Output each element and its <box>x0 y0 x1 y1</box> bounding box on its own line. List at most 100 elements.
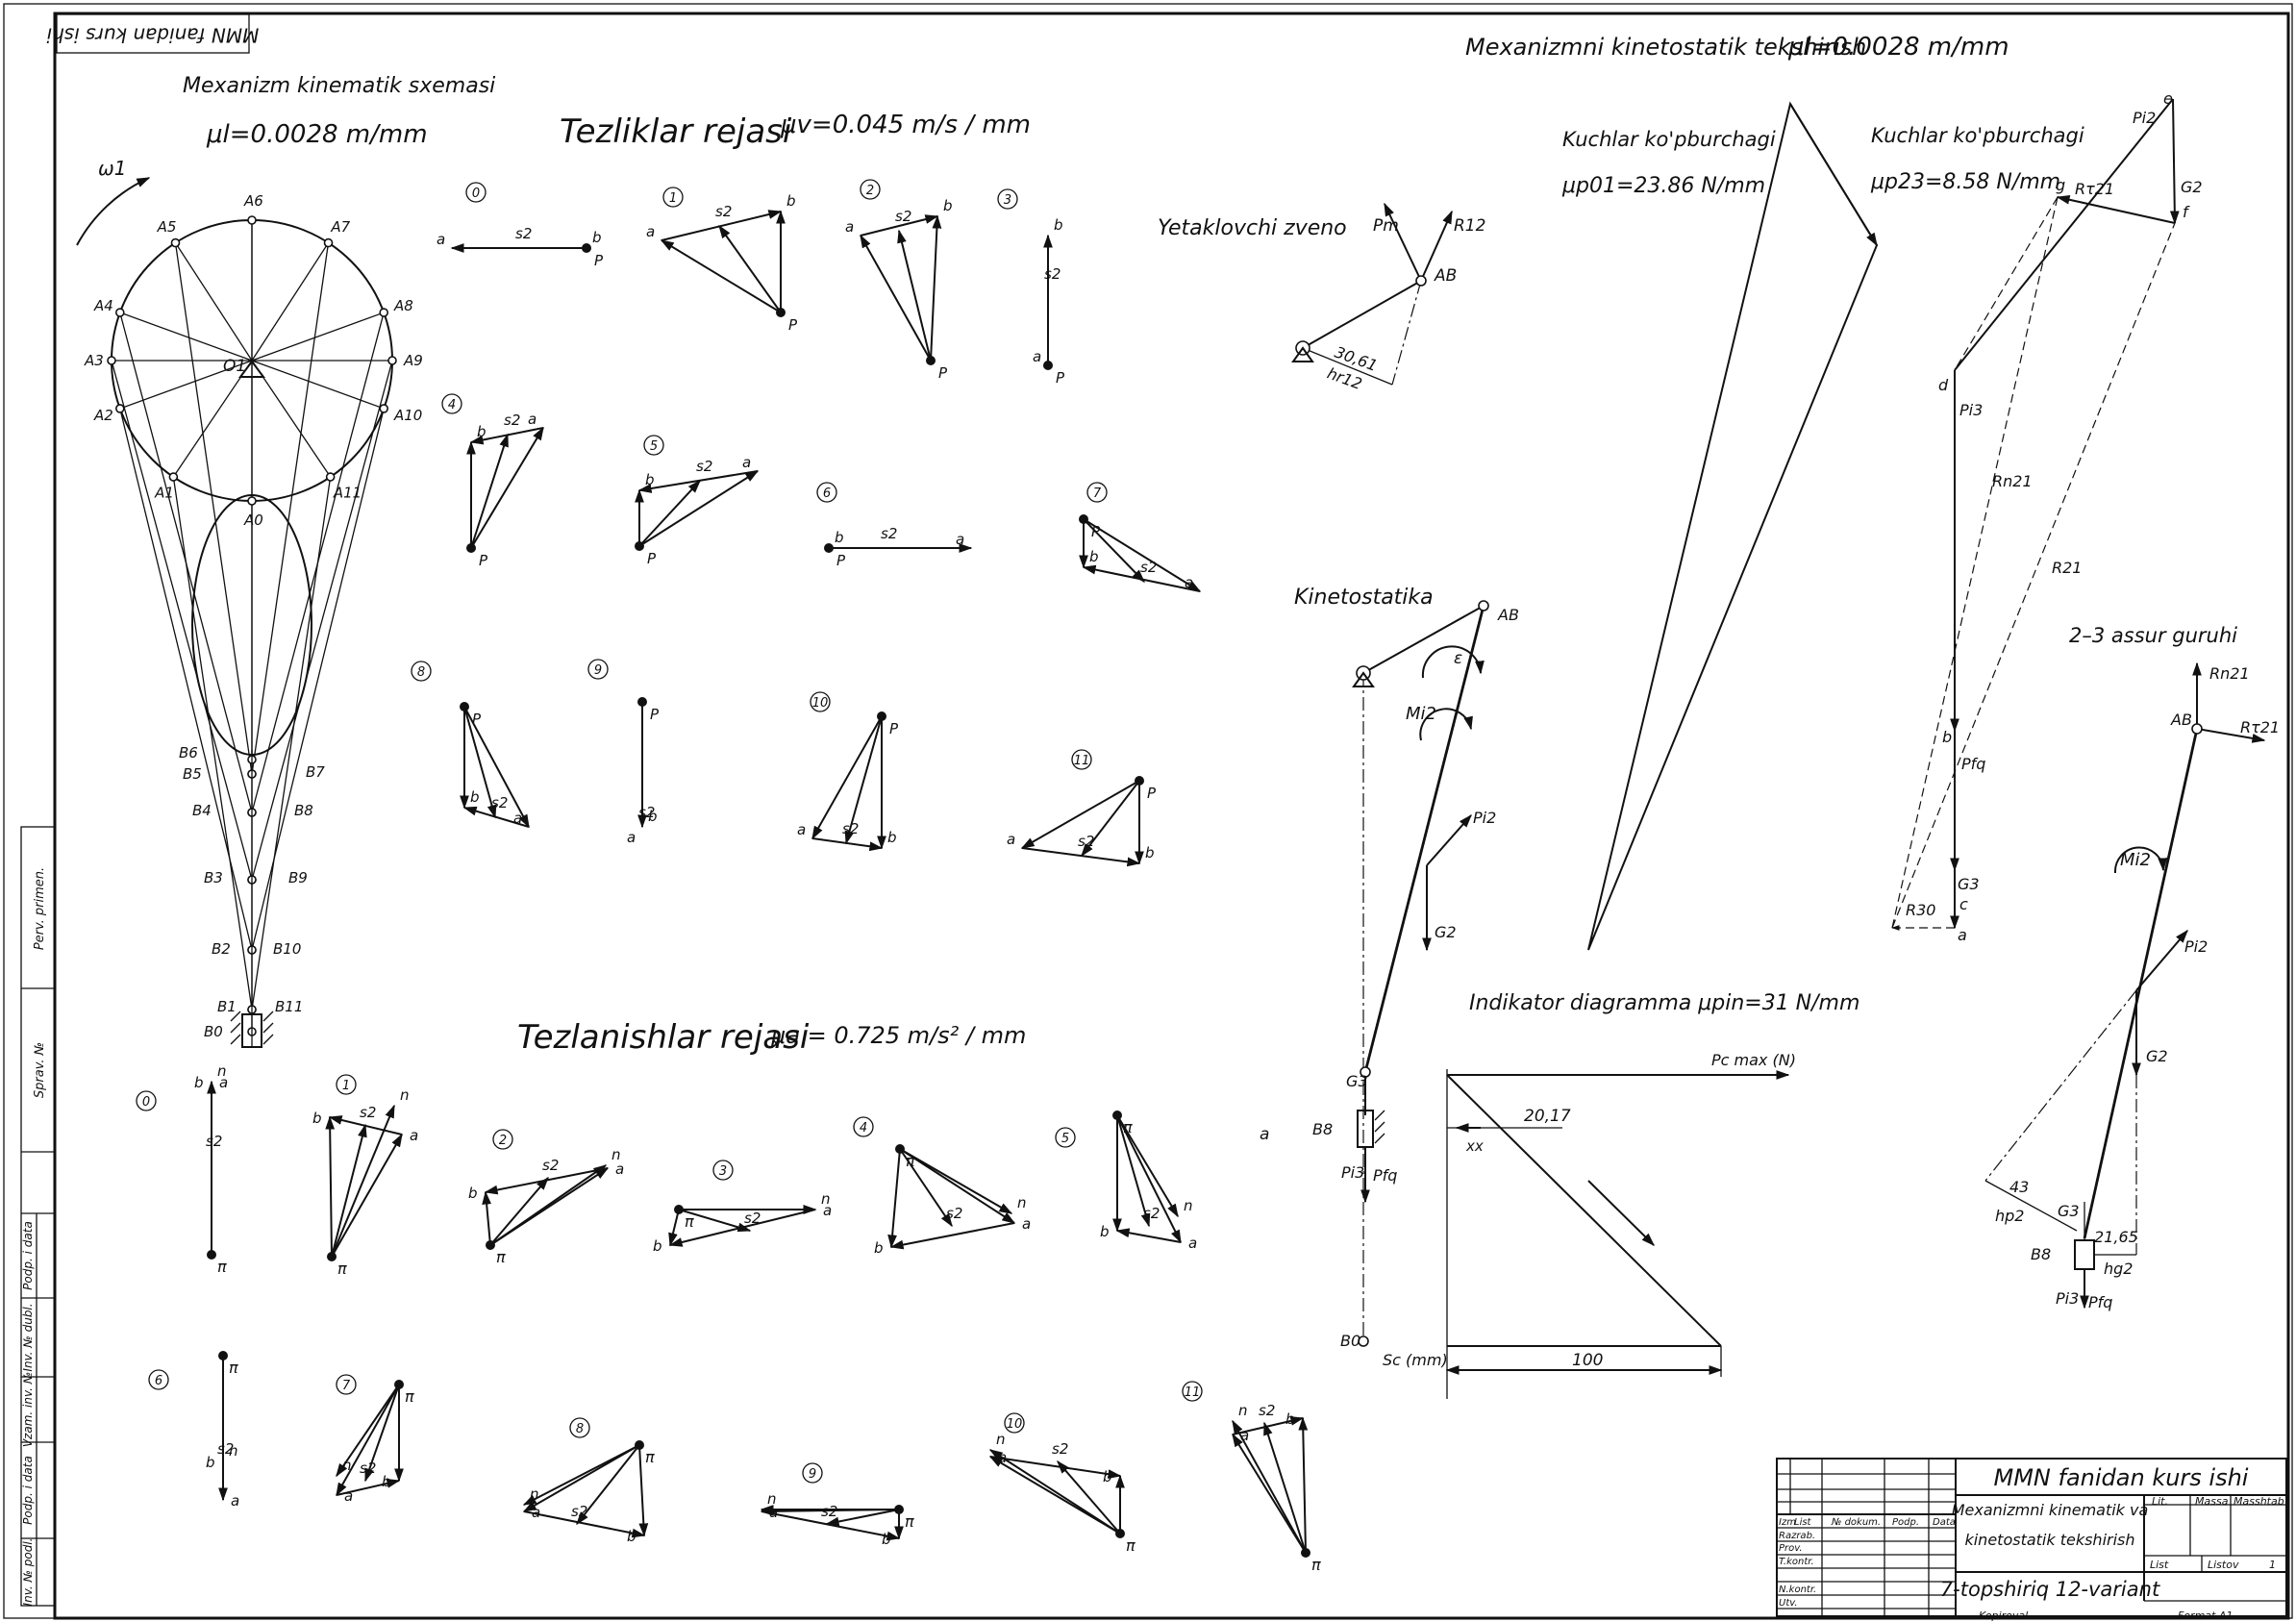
label-n: n <box>342 1457 352 1474</box>
label-n: n <box>1184 1197 1193 1214</box>
vector <box>897 229 932 362</box>
label-pi: π <box>229 1359 238 1377</box>
connecting-rod <box>251 476 332 1011</box>
vector <box>844 715 883 845</box>
label-a: A10 <box>393 407 422 424</box>
vector <box>668 1209 680 1247</box>
label-s2: s2 <box>491 794 508 811</box>
label-a: A4 <box>93 297 113 314</box>
label-b: b <box>194 1074 204 1091</box>
tb-listov: Listov <box>2208 1559 2239 1571</box>
rotated-label: MMN fanidan kurs ishi <box>46 24 259 47</box>
side-label-7: Inv. № podl. <box>21 1538 35 1607</box>
label-s2: s2 <box>1259 1402 1275 1419</box>
joint-a <box>247 215 257 225</box>
position-number: 3 <box>719 1164 727 1179</box>
connecting-rod <box>251 408 385 951</box>
side-label-4: Inv. № dubl. <box>21 1303 35 1371</box>
position-number: 9 <box>809 1467 816 1482</box>
vector <box>470 433 509 549</box>
fp2-pfq: Pfq <box>1961 755 1985 773</box>
vector <box>1263 1421 1307 1554</box>
kinematic-scheme: Mexanizm kinematik sxemasi μl=0.0028 m/m… <box>76 74 495 1048</box>
force-polygon-1: Kuchlar ko'pburchagi μp01=23.86 N/mm <box>1561 101 1879 951</box>
label-b: b <box>1100 1223 1110 1240</box>
vector <box>1057 1460 1121 1535</box>
label-p: P <box>1091 523 1101 540</box>
fp2-f: f <box>2183 203 2190 221</box>
joint-points: A0A1A2A3A4A5A6A7A8A9A10A11B0B1B2B3B4B5B6… <box>84 192 423 1040</box>
label-s2: s2 <box>217 1440 234 1458</box>
label-b: B5 <box>183 765 202 783</box>
position-number: 7 <box>342 1379 351 1393</box>
label-p: P <box>1056 369 1065 387</box>
label-b: b <box>477 423 487 440</box>
position-number: 8 <box>417 665 425 680</box>
label-b: b <box>1054 216 1063 234</box>
position-number-ring <box>441 393 462 414</box>
crank-line <box>251 360 385 410</box>
leading-label-ab: AB <box>1434 266 1457 286</box>
position-number: 6 <box>155 1374 162 1388</box>
side-label-2: Sprav. № <box>33 1042 47 1098</box>
connecting-rod <box>174 242 253 775</box>
vector <box>1083 518 1202 592</box>
joint-a <box>379 308 388 317</box>
vector <box>463 706 497 819</box>
connecting-rod <box>251 242 330 775</box>
label-a: A6 <box>243 192 263 210</box>
label-p: P <box>836 552 846 569</box>
label-a: a <box>646 223 655 240</box>
label-pi: π <box>405 1387 414 1406</box>
assur-pfq: Pfq <box>2088 1293 2112 1311</box>
label-a: A9 <box>403 352 423 369</box>
tb-col-izm: Izm <box>1779 1517 1796 1528</box>
label-a: a <box>823 1202 832 1219</box>
tb-course: MMN fanidan kurs ishi <box>1994 1464 2249 1491</box>
tb-variant: 7-topshiriq 12-variant <box>1940 1578 2160 1601</box>
kin-label-pi2: Pi2 <box>1473 809 1496 827</box>
indicator-dim-bottom: 100 <box>1572 1351 1603 1370</box>
force-poly-2-title: Kuchlar ko'pburchagi <box>1871 124 2084 147</box>
tb-format: Format A1 <box>2178 1610 2233 1622</box>
label-n: n <box>767 1490 777 1508</box>
label-b: b <box>943 197 953 214</box>
position-number: 4 <box>448 398 456 412</box>
label-b: B2 <box>212 940 231 958</box>
label-a: a <box>769 1504 778 1521</box>
position-number-ring <box>587 659 609 680</box>
label-a: A7 <box>330 218 350 236</box>
vector <box>899 1148 953 1228</box>
vector <box>638 1444 649 1537</box>
label-s2: s2 <box>515 225 532 242</box>
label-s2: s2 <box>895 208 911 225</box>
side-strip: Perv. primen. Sprav. № Podp. i data Inv.… <box>20 826 56 1607</box>
label-b: b <box>592 229 602 246</box>
assur-ab: AB <box>2170 711 2192 729</box>
kinetostatika-title: Kinetostatika <box>1294 586 1434 610</box>
label-b: B8 <box>294 802 313 819</box>
position-number: 9 <box>594 663 602 678</box>
vector <box>718 224 782 313</box>
joint-a <box>168 472 179 482</box>
position-number-ring <box>802 1462 823 1484</box>
label-a: a <box>532 1504 540 1521</box>
vector <box>860 214 939 237</box>
label-n: n <box>530 1485 539 1503</box>
kinetostatic-header: Mexanizmni kinetostatik tekshirish <box>1465 34 1866 61</box>
label-pi: π <box>217 1258 227 1276</box>
position-number: 0 <box>472 187 480 201</box>
assur-rt21: Rτ21 <box>2240 718 2280 736</box>
label-p: P <box>472 711 482 728</box>
position-number: 2 <box>866 184 874 198</box>
tb-col-podp: Podp. <box>1892 1517 1919 1528</box>
velocity-title: Tezliklar rejasi <box>560 112 792 151</box>
label-n: n <box>400 1086 410 1104</box>
vector <box>1083 518 1145 584</box>
